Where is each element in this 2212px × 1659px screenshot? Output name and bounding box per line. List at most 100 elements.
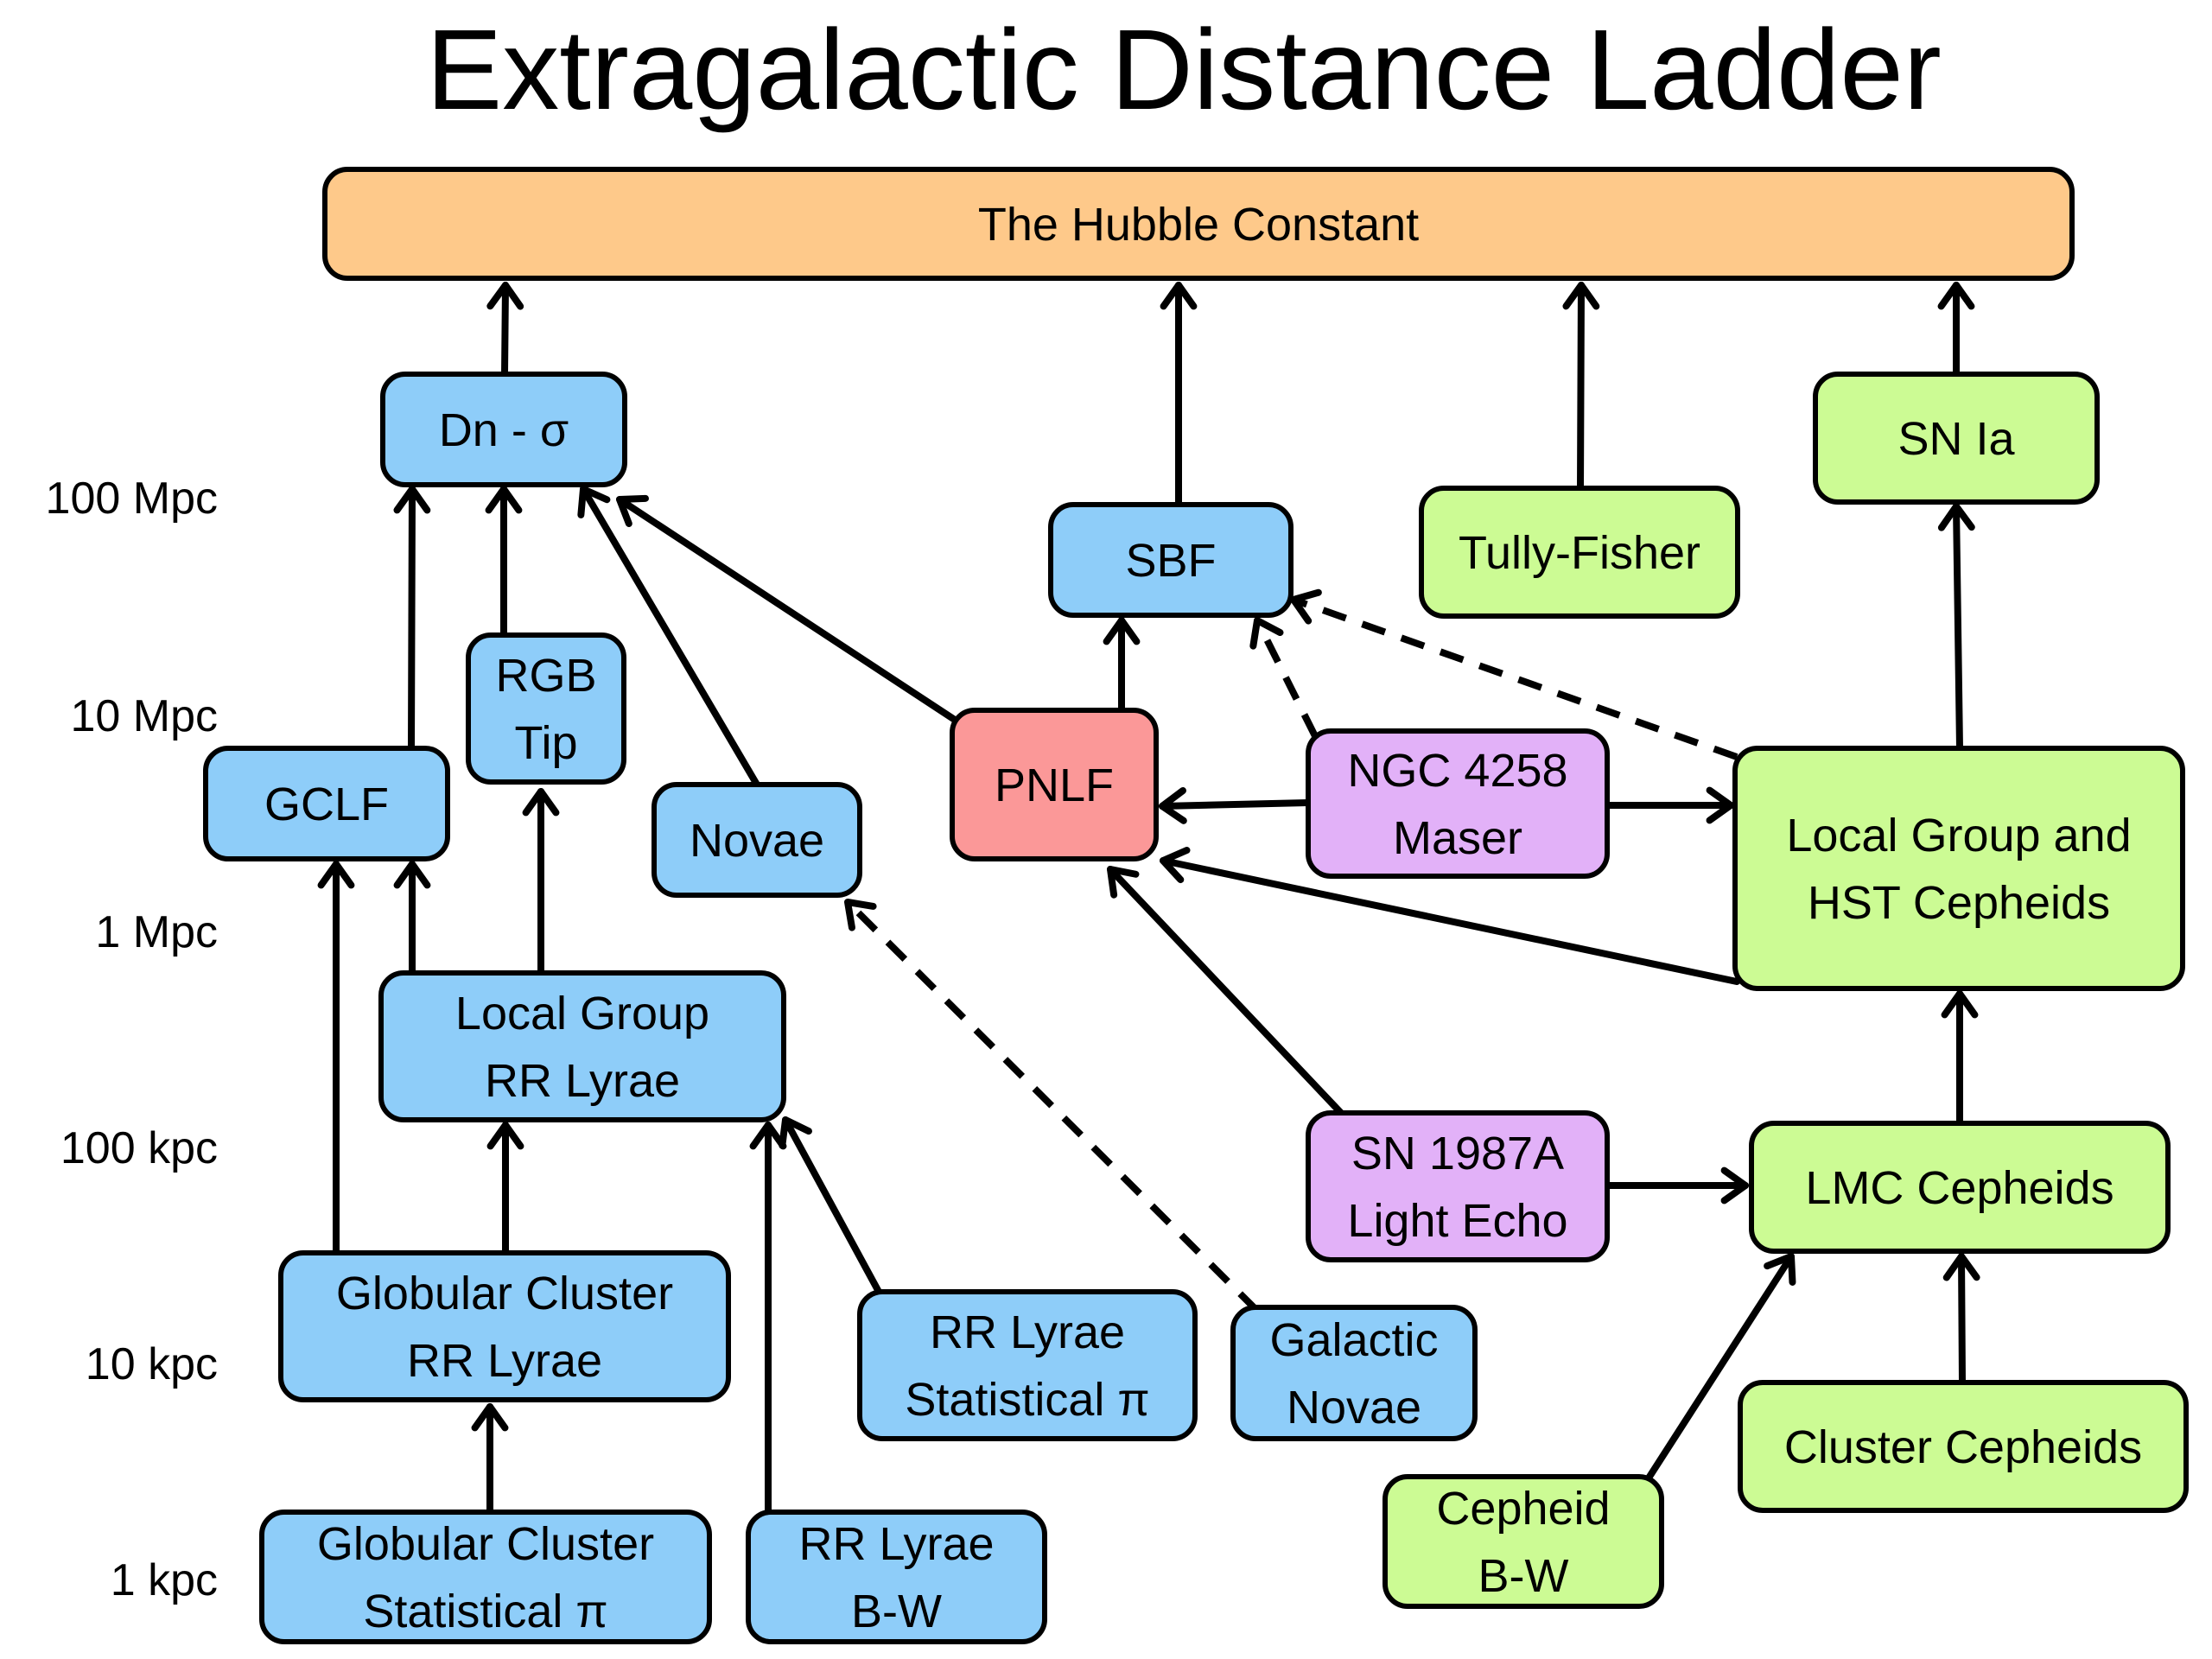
edge-line bbox=[1577, 282, 1585, 492]
node-box bbox=[950, 708, 1159, 861]
edge-local_group_rr-to-gclf bbox=[393, 861, 431, 976]
node-label: B-W bbox=[851, 1586, 942, 1637]
axis-label: 1 Mpc bbox=[95, 907, 218, 957]
edge-layer bbox=[317, 282, 1980, 1516]
axis-label: 1 kpc bbox=[111, 1555, 218, 1605]
node-label: LMC Cepheids bbox=[1805, 1162, 2113, 1214]
node-box bbox=[746, 1510, 1047, 1644]
node-label: Novae bbox=[690, 815, 824, 867]
edge-dn_sigma-to-hubble bbox=[486, 282, 524, 378]
edge-line bbox=[1159, 799, 1312, 810]
edge-ngc4258-to-lg_hst_cepheids bbox=[1604, 786, 1734, 824]
edge-gc_rr-to-gclf bbox=[317, 861, 355, 1256]
node-novae: Novae bbox=[652, 782, 862, 898]
node-cluster-cepheids: Cluster Cepheids bbox=[1738, 1380, 2189, 1513]
node-box bbox=[857, 1289, 1198, 1441]
node-label: Novae bbox=[1287, 1382, 1421, 1433]
diagram-title: Extragalactic Distance Ladder bbox=[426, 6, 1942, 133]
node-label: RR Lyrae bbox=[407, 1335, 602, 1387]
edge-novae-to-dn_sigma bbox=[577, 486, 760, 788]
axis-label: 100 kpc bbox=[60, 1123, 218, 1173]
arrowhead bbox=[393, 486, 431, 514]
edge-line bbox=[1292, 596, 1738, 760]
arrowhead bbox=[844, 899, 877, 931]
node-label: Galactic bbox=[1269, 1314, 1438, 1366]
edge-lg_hst_cepheids-to-sn_ia bbox=[1937, 503, 1975, 752]
node-box bbox=[1230, 1305, 1478, 1441]
node-box bbox=[380, 372, 627, 487]
arrowhead bbox=[749, 1122, 787, 1150]
node-rgb-tip: RGB Tip bbox=[466, 632, 626, 785]
node-label: GCLF bbox=[264, 779, 389, 830]
edge-lmc_cepheids-to-lg_hst_cepheids bbox=[1941, 990, 1979, 1127]
node-gc-rr: Globular Cluster RR Lyrae bbox=[278, 1250, 731, 1402]
axis-label: 10 kpc bbox=[86, 1339, 218, 1389]
node-label: B-W bbox=[1478, 1550, 1569, 1602]
arrowhead bbox=[1103, 617, 1141, 645]
node-label: Maser bbox=[1393, 812, 1522, 864]
edge-line bbox=[1953, 503, 1963, 752]
node-label: HST Cepheids bbox=[1808, 877, 2110, 929]
node-box bbox=[1813, 372, 2100, 505]
node-label: Cepheid bbox=[1436, 1483, 1610, 1535]
node-label: Statistical π bbox=[905, 1374, 1149, 1426]
node-box bbox=[1048, 502, 1294, 618]
node-label: Cluster Cepheids bbox=[1784, 1421, 2142, 1473]
arrowhead bbox=[1937, 282, 1975, 310]
node-box bbox=[1732, 746, 2185, 991]
edge-tully_fisher-to-hubble bbox=[1562, 282, 1600, 492]
node-box bbox=[1382, 1474, 1664, 1609]
node-box bbox=[278, 1250, 731, 1402]
edge-line bbox=[845, 899, 1260, 1313]
node-box bbox=[378, 970, 786, 1122]
edge-ngc4258-to-pnlf bbox=[1159, 786, 1312, 824]
edge-rgb_tip-to-dn_sigma bbox=[485, 486, 523, 639]
edge-line bbox=[580, 486, 760, 788]
edge-sbf-to-hubble bbox=[1160, 282, 1198, 508]
node-box bbox=[259, 1510, 712, 1644]
node-label: RGB bbox=[495, 650, 596, 702]
arrowhead bbox=[1706, 786, 1734, 824]
node-box bbox=[1749, 1121, 2171, 1254]
edge-line bbox=[1254, 619, 1319, 738]
arrowhead bbox=[616, 494, 649, 527]
axis-label: 10 Mpc bbox=[70, 691, 218, 741]
node-label: Globular Cluster bbox=[317, 1518, 654, 1570]
node-sbf: SBF bbox=[1048, 502, 1294, 618]
node-box bbox=[1306, 728, 1610, 879]
edge-line bbox=[1958, 1253, 1966, 1386]
node-label: Tully-Fisher bbox=[1459, 527, 1700, 579]
node-label: SN Ia bbox=[1897, 413, 2015, 465]
arrowhead bbox=[1290, 588, 1322, 625]
edge-rr_stat-to-local_group_rr bbox=[779, 1116, 882, 1295]
arrowhead bbox=[1720, 1166, 1749, 1205]
arrowhead bbox=[486, 282, 524, 310]
node-label: Globular Cluster bbox=[336, 1268, 673, 1319]
arrowhead bbox=[1562, 282, 1600, 310]
node-box bbox=[1306, 1110, 1610, 1262]
node-label: Local Group and bbox=[1786, 810, 2131, 861]
node-label: The Hubble Constant bbox=[978, 199, 1419, 251]
node-label: RR Lyrae bbox=[930, 1306, 1125, 1358]
edge-ngc4258-to-sbf bbox=[1249, 617, 1319, 738]
node-gclf: GCLF bbox=[203, 746, 450, 861]
edge-gc_rr-to-local_group_rr bbox=[486, 1122, 524, 1256]
arrowhead bbox=[1160, 846, 1191, 884]
node-label: Dn - σ bbox=[439, 404, 569, 456]
arrowhead bbox=[1160, 282, 1198, 310]
arrowhead bbox=[486, 1122, 524, 1150]
arrowhead bbox=[1942, 1253, 1980, 1281]
node-label: Tip bbox=[514, 717, 577, 769]
arrowhead bbox=[522, 788, 560, 817]
arrowhead bbox=[1107, 866, 1140, 899]
edge-cepheid_bw-to-lmc_cepheids bbox=[1646, 1253, 1796, 1480]
edge-sn_ia-to-hubble bbox=[1937, 282, 1975, 378]
